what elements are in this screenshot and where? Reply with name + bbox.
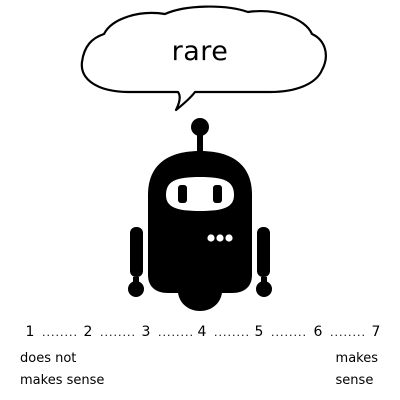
speech-bubble-outline [80,5,327,112]
scale-anchor-left-line2: makes sense [20,373,105,388]
scale-separator: ........ [330,326,366,339]
scale-anchor-left: does not makes sense [20,348,104,392]
scale-anchor-left-line1: does not [20,351,77,366]
scale-anchor-right-line1: makes [335,351,378,366]
scale-point-3[interactable]: 3 [141,324,151,340]
scale-point-1[interactable]: 1 [25,324,35,340]
scale-anchor-right: makes sense [336,348,378,392]
scale-separator: ........ [158,326,194,339]
scale-point-4[interactable]: 4 [197,324,207,340]
scale-point-2[interactable]: 2 [83,324,93,340]
scale-separator: ........ [42,326,78,339]
robot-icon [128,118,272,311]
scale-separator: ........ [100,326,136,339]
speech-bubble: rare [0,0,400,120]
rating-scale: 1 ........ 2 ........ 3 ........ 4 .....… [20,322,384,346]
bubble-word: rare [171,36,229,67]
scale-point-6[interactable]: 6 [313,324,323,340]
scale-separator: ........ [271,326,307,339]
scale-separator: ........ [214,326,250,339]
scale-point-5[interactable]: 5 [254,324,264,340]
scale-anchor-right-line2: sense [335,373,374,388]
scale-point-7[interactable]: 7 [371,324,381,340]
